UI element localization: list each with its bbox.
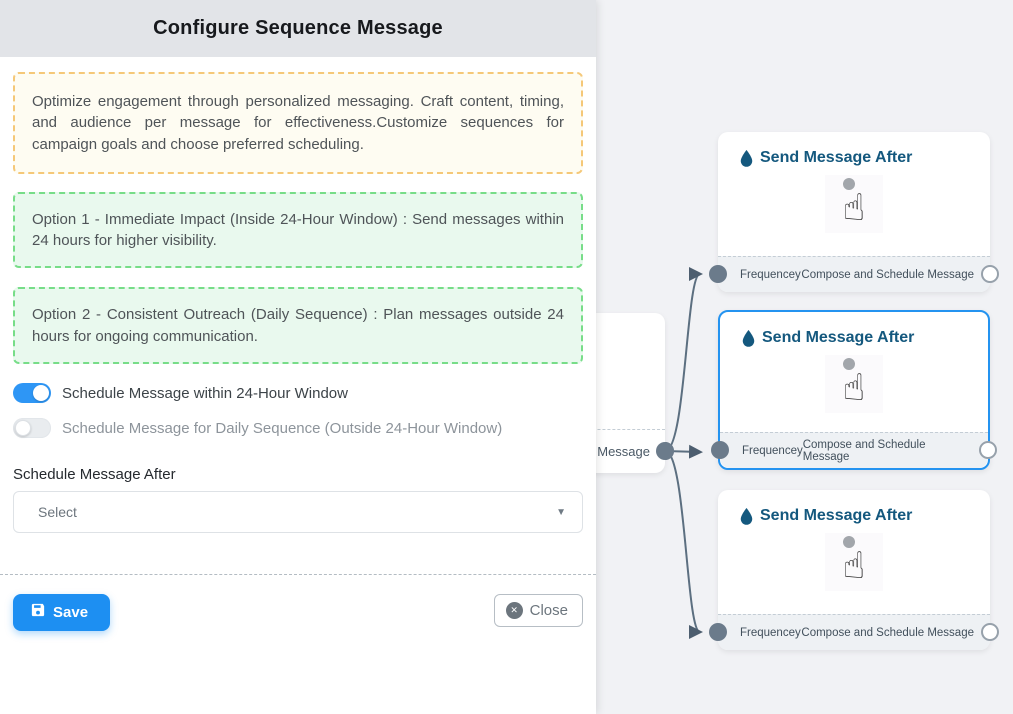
close-button-label: Close: [529, 602, 568, 620]
click-dot: [843, 178, 855, 190]
frequency-link[interactable]: Frequencey: [742, 444, 803, 457]
save-icon: [31, 603, 45, 621]
toggle-knob: [33, 385, 49, 402]
send-message-node-2[interactable]: Send Message After ☝ Frequencey Compose …: [711, 310, 997, 470]
toggle-24hour-window[interactable]: [13, 383, 51, 404]
toggle-row-daily: Schedule Message for Daily Sequence (Out…: [13, 418, 583, 439]
compose-schedule-link[interactable]: Compose and Schedule Message: [802, 438, 926, 463]
toggle-daily-label: Schedule Message for Daily Sequence (Out…: [62, 419, 503, 437]
send-message-node-1[interactable]: Send Message After ☝ Frequencey Compose …: [709, 132, 999, 292]
source-node-footer: ce Message: [596, 429, 665, 473]
chevron-down-icon: ▼: [556, 506, 566, 518]
node-output-handle[interactable]: [981, 623, 999, 641]
save-button-label: Save: [53, 603, 89, 621]
node-output-handle[interactable]: [979, 441, 997, 459]
click-dot: [843, 536, 855, 548]
save-button[interactable]: Save: [13, 594, 111, 632]
close-icon: ✕: [505, 602, 523, 620]
edge-to-node-3: [664, 450, 703, 639]
send-message-node-3[interactable]: Send Message After ☝ Frequencey Compose …: [709, 490, 999, 650]
close-button[interactable]: ✕ Close: [493, 594, 583, 628]
node-input-handle[interactable]: [709, 265, 727, 283]
node-input-handle[interactable]: [711, 441, 729, 459]
source-node-partial[interactable]: ce Message: [596, 313, 674, 473]
toggle-knob: [15, 420, 31, 437]
flow-canvas[interactable]: ce Message Send Message After ☝ Frequenc…: [596, 0, 1013, 714]
page-title: Configure Sequence Message: [153, 17, 443, 39]
info-note: Optimize engagement through personalized…: [13, 72, 583, 174]
footer-divider: [0, 574, 596, 576]
node-title: Send Message After: [760, 149, 913, 166]
click-dot: [843, 358, 855, 370]
node-input-handle[interactable]: [709, 623, 727, 641]
footer-actions: Save ✕ Close: [13, 575, 583, 632]
droplet-icon: [740, 507, 753, 525]
node-title: Send Message After: [760, 507, 913, 524]
click-hand-icon[interactable]: ☝: [825, 175, 883, 233]
node-output-handle[interactable]: [981, 265, 999, 283]
toggle-daily-sequence[interactable]: [13, 418, 51, 439]
click-hand-icon[interactable]: ☝: [825, 355, 883, 413]
option-2-note: Option 2 - Consistent Outreach (Daily Se…: [13, 287, 583, 365]
compose-schedule-link[interactable]: Compose and Schedule Message: [801, 268, 974, 281]
schedule-after-label: Schedule Message After: [13, 466, 176, 484]
configure-sequence-panel: Configure Sequence Message Optimize enga…: [0, 0, 596, 714]
frequency-link[interactable]: Frequencey: [740, 626, 801, 639]
toggle-row-24hour: Schedule Message within 24-Hour Window: [13, 383, 583, 404]
compose-schedule-link[interactable]: Compose and Schedule Message: [801, 626, 974, 639]
edge-to-node-1: [664, 267, 703, 452]
select-value: Select: [38, 504, 77, 521]
node-title: Send Message After: [762, 329, 915, 346]
frequency-link[interactable]: Frequencey: [740, 268, 801, 281]
droplet-icon: [740, 149, 753, 167]
panel-header: Configure Sequence Message: [0, 0, 596, 57]
toggle-24hour-label: Schedule Message within 24-Hour Window: [62, 384, 348, 402]
droplet-icon: [742, 329, 755, 347]
source-node-output-handle[interactable]: [656, 442, 674, 460]
click-hand-icon[interactable]: ☝: [825, 533, 883, 591]
panel-body: Optimize engagement through personalized…: [0, 57, 596, 714]
option-1-note: Option 1 - Immediate Impact (Inside 24-H…: [13, 191, 583, 269]
schedule-after-select[interactable]: Select ▼: [13, 491, 583, 534]
